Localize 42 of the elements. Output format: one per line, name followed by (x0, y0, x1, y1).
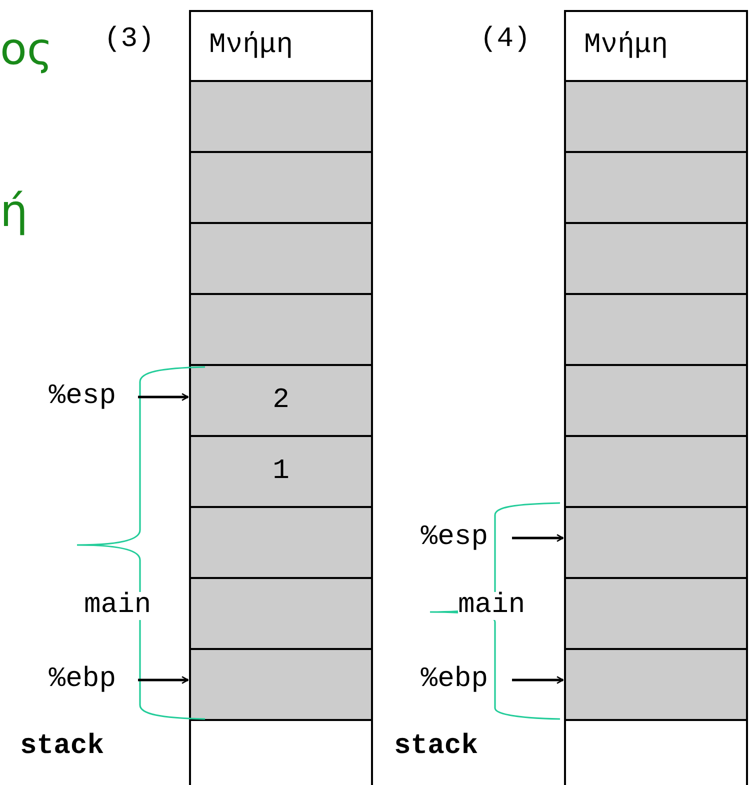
step-number: (4) (480, 26, 530, 54)
register-label: %ebp (420, 666, 488, 694)
memory-header-cell (564, 10, 748, 82)
empty-memory-cell (564, 719, 748, 785)
heading-fragment: ος (0, 28, 53, 72)
step-number: (3) (104, 26, 154, 54)
cell-text: Μνήμη (584, 32, 668, 60)
empty-memory-cell (189, 577, 373, 650)
register-label: %esp (420, 524, 488, 552)
stack-label: stack (394, 733, 478, 761)
empty-memory-cell (189, 80, 373, 153)
pointer-arrow (138, 393, 189, 401)
pointer-arrow (138, 676, 189, 684)
register-label: %ebp (48, 666, 116, 694)
empty-memory-cell (564, 293, 748, 366)
heading-fragment: ή (0, 190, 28, 234)
empty-memory-cell (189, 506, 373, 579)
cell-text: Μνήμη (209, 32, 294, 60)
empty-memory-cell (564, 80, 748, 153)
pointer-arrow (512, 534, 564, 542)
empty-memory-cell (564, 435, 748, 508)
empty-memory-cell (189, 648, 373, 721)
empty-memory-cell (189, 293, 373, 366)
empty-memory-cell (189, 222, 373, 295)
cell-text: 2 (272, 386, 290, 414)
empty-memory-cell (564, 222, 748, 295)
empty-memory-cell (564, 577, 748, 650)
memory-cell (189, 435, 373, 508)
cell-text: 1 (272, 458, 290, 486)
register-label: %esp (48, 383, 116, 411)
stack-label: stack (20, 733, 104, 761)
empty-memory-cell (564, 151, 748, 224)
empty-memory-cell (564, 648, 748, 721)
empty-memory-cell (189, 151, 373, 224)
memory-header-cell (189, 10, 373, 82)
memory-cell (189, 364, 373, 437)
frame-label: main (458, 592, 526, 620)
empty-memory-cell (189, 719, 373, 785)
frame-label: main (84, 592, 152, 620)
empty-memory-cell (564, 506, 748, 579)
empty-memory-cell (564, 364, 748, 437)
pointer-arrow (512, 676, 564, 684)
